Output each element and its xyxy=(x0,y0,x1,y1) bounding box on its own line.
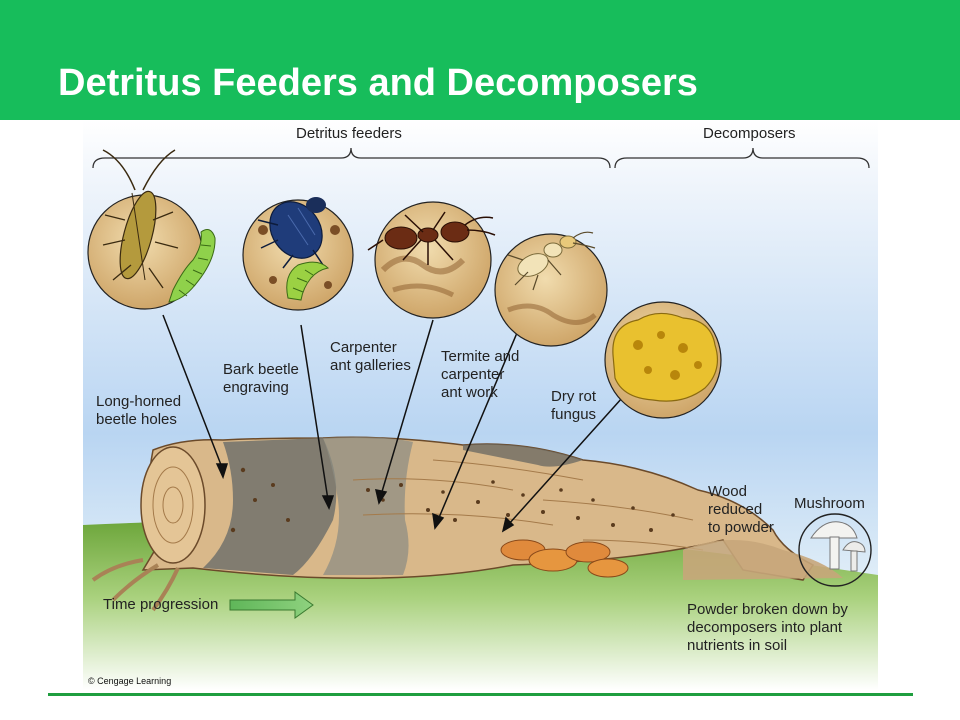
decomposers-brace xyxy=(614,147,870,169)
long-horned-beetle-icon xyxy=(87,149,216,310)
long-horned-label: Long-horned beetle holes xyxy=(96,393,182,428)
decomposition-illustration: Detritus feeders Decomposers Long-horned… xyxy=(83,120,878,690)
copyright-credit: © Cengage Learning xyxy=(88,676,172,686)
slide-title: Detritus Feeders and Decomposers xyxy=(58,62,698,104)
mushroom-label: Mushroom xyxy=(794,495,865,512)
decomposers-label: Decomposers xyxy=(703,125,796,142)
carpenter-ant-label: Carpenter ant galleries xyxy=(330,339,411,374)
detritus-feeders-label: Detritus feeders xyxy=(296,125,402,142)
bottom-rule xyxy=(48,693,913,696)
dry-rot-label: Dry rot fungus xyxy=(551,388,597,423)
wood-powder-label: Wood reduced to powder xyxy=(708,483,774,536)
title-bar xyxy=(0,0,960,120)
carpenter-ant-icon xyxy=(367,201,496,319)
time-progression-label: Time progression xyxy=(103,596,219,613)
dry-rot-fungus-icon xyxy=(604,301,722,419)
bark-beetle-icon xyxy=(242,197,354,311)
rotting-log xyxy=(91,436,843,612)
termite-icon xyxy=(494,231,608,347)
powder-broken-label: Powder broken down by decomposers into p… xyxy=(687,601,848,654)
mushroom-icon xyxy=(798,513,872,587)
termite-label: Termite and carpenter ant work xyxy=(441,348,520,401)
time-arrow-icon xyxy=(229,591,314,619)
bark-beetle-label: Bark beetle engraving xyxy=(223,361,299,396)
illustration-canvas xyxy=(83,120,878,690)
shelf-fungus xyxy=(500,539,629,578)
detritus-feeders-brace xyxy=(92,147,611,169)
